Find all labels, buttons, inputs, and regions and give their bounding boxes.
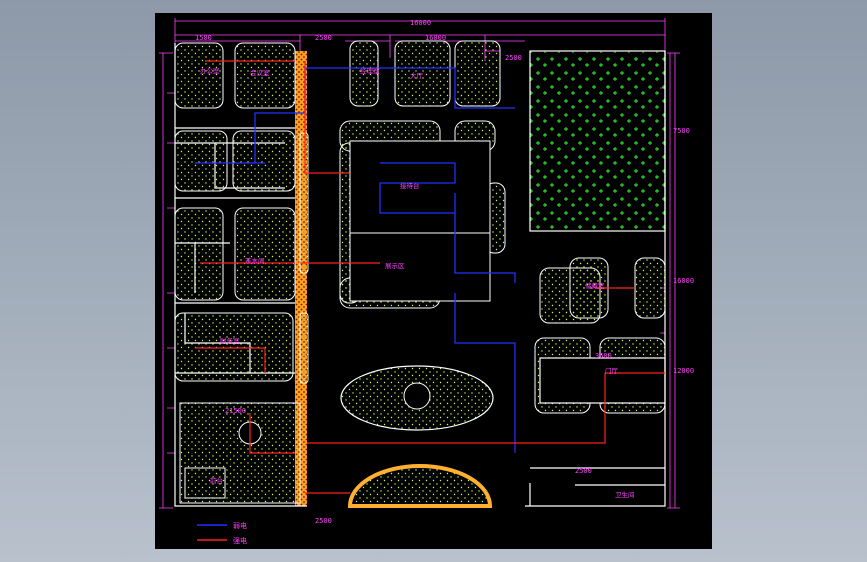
legend: 弱电 强电 <box>197 521 247 545</box>
left-room-walls <box>174 43 307 507</box>
svg-text:3500: 3500 <box>595 352 612 360</box>
svg-text:茶水间: 茶水间 <box>245 256 265 265</box>
svg-text:接待台: 接待台 <box>400 181 420 190</box>
svg-text:7500: 7500 <box>673 127 690 135</box>
svg-text:经理室: 经理室 <box>360 66 380 75</box>
svg-text:前台: 前台 <box>210 476 223 485</box>
svg-text:卫生间: 卫生间 <box>615 490 635 499</box>
svg-text:2500: 2500 <box>575 467 592 475</box>
svg-text:12000: 12000 <box>673 367 694 375</box>
svg-text:展示区: 展示区 <box>385 262 405 270</box>
grass-court <box>529 50 666 232</box>
legend-weak-label: 弱电 <box>233 521 247 530</box>
svg-text:2500: 2500 <box>315 517 332 525</box>
svg-text:门厅: 门厅 <box>605 366 619 375</box>
reception-arc <box>347 464 493 508</box>
svg-text:办公室: 办公室 <box>200 66 220 75</box>
svg-text:16000: 16000 <box>673 277 694 285</box>
room-text-marks: 办公室 会议室 经理室 大厅 接待台 展示区 茶水间 财务室 前台 储藏室 门厅… <box>200 66 635 499</box>
meeting-tables <box>339 120 506 309</box>
strong-power-wiring <box>195 60 665 494</box>
svg-text:2500: 2500 <box>505 54 522 62</box>
svg-text:16000: 16000 <box>425 34 446 42</box>
svg-text:财务室: 财务室 <box>220 336 240 345</box>
svg-text:2500: 2500 <box>315 34 332 42</box>
svg-text:21500: 21500 <box>225 407 246 415</box>
legend-strong-label: 强电 <box>233 536 247 545</box>
svg-text:1500: 1500 <box>195 34 212 42</box>
svg-text:大厅: 大厅 <box>410 71 424 80</box>
cad-drawing-canvas[interactable]: 16000 1500 2500 16000 2500 7500 16000 12… <box>155 13 712 549</box>
svg-text:储藏室: 储藏室 <box>585 281 605 290</box>
dim-text-marks: 16000 1500 2500 16000 2500 7500 16000 12… <box>195 19 694 525</box>
svg-text:会议室: 会议室 <box>250 68 270 77</box>
floor-plan: 16000 1500 2500 16000 2500 7500 16000 12… <box>159 18 694 545</box>
svg-text:16000: 16000 <box>410 19 431 27</box>
